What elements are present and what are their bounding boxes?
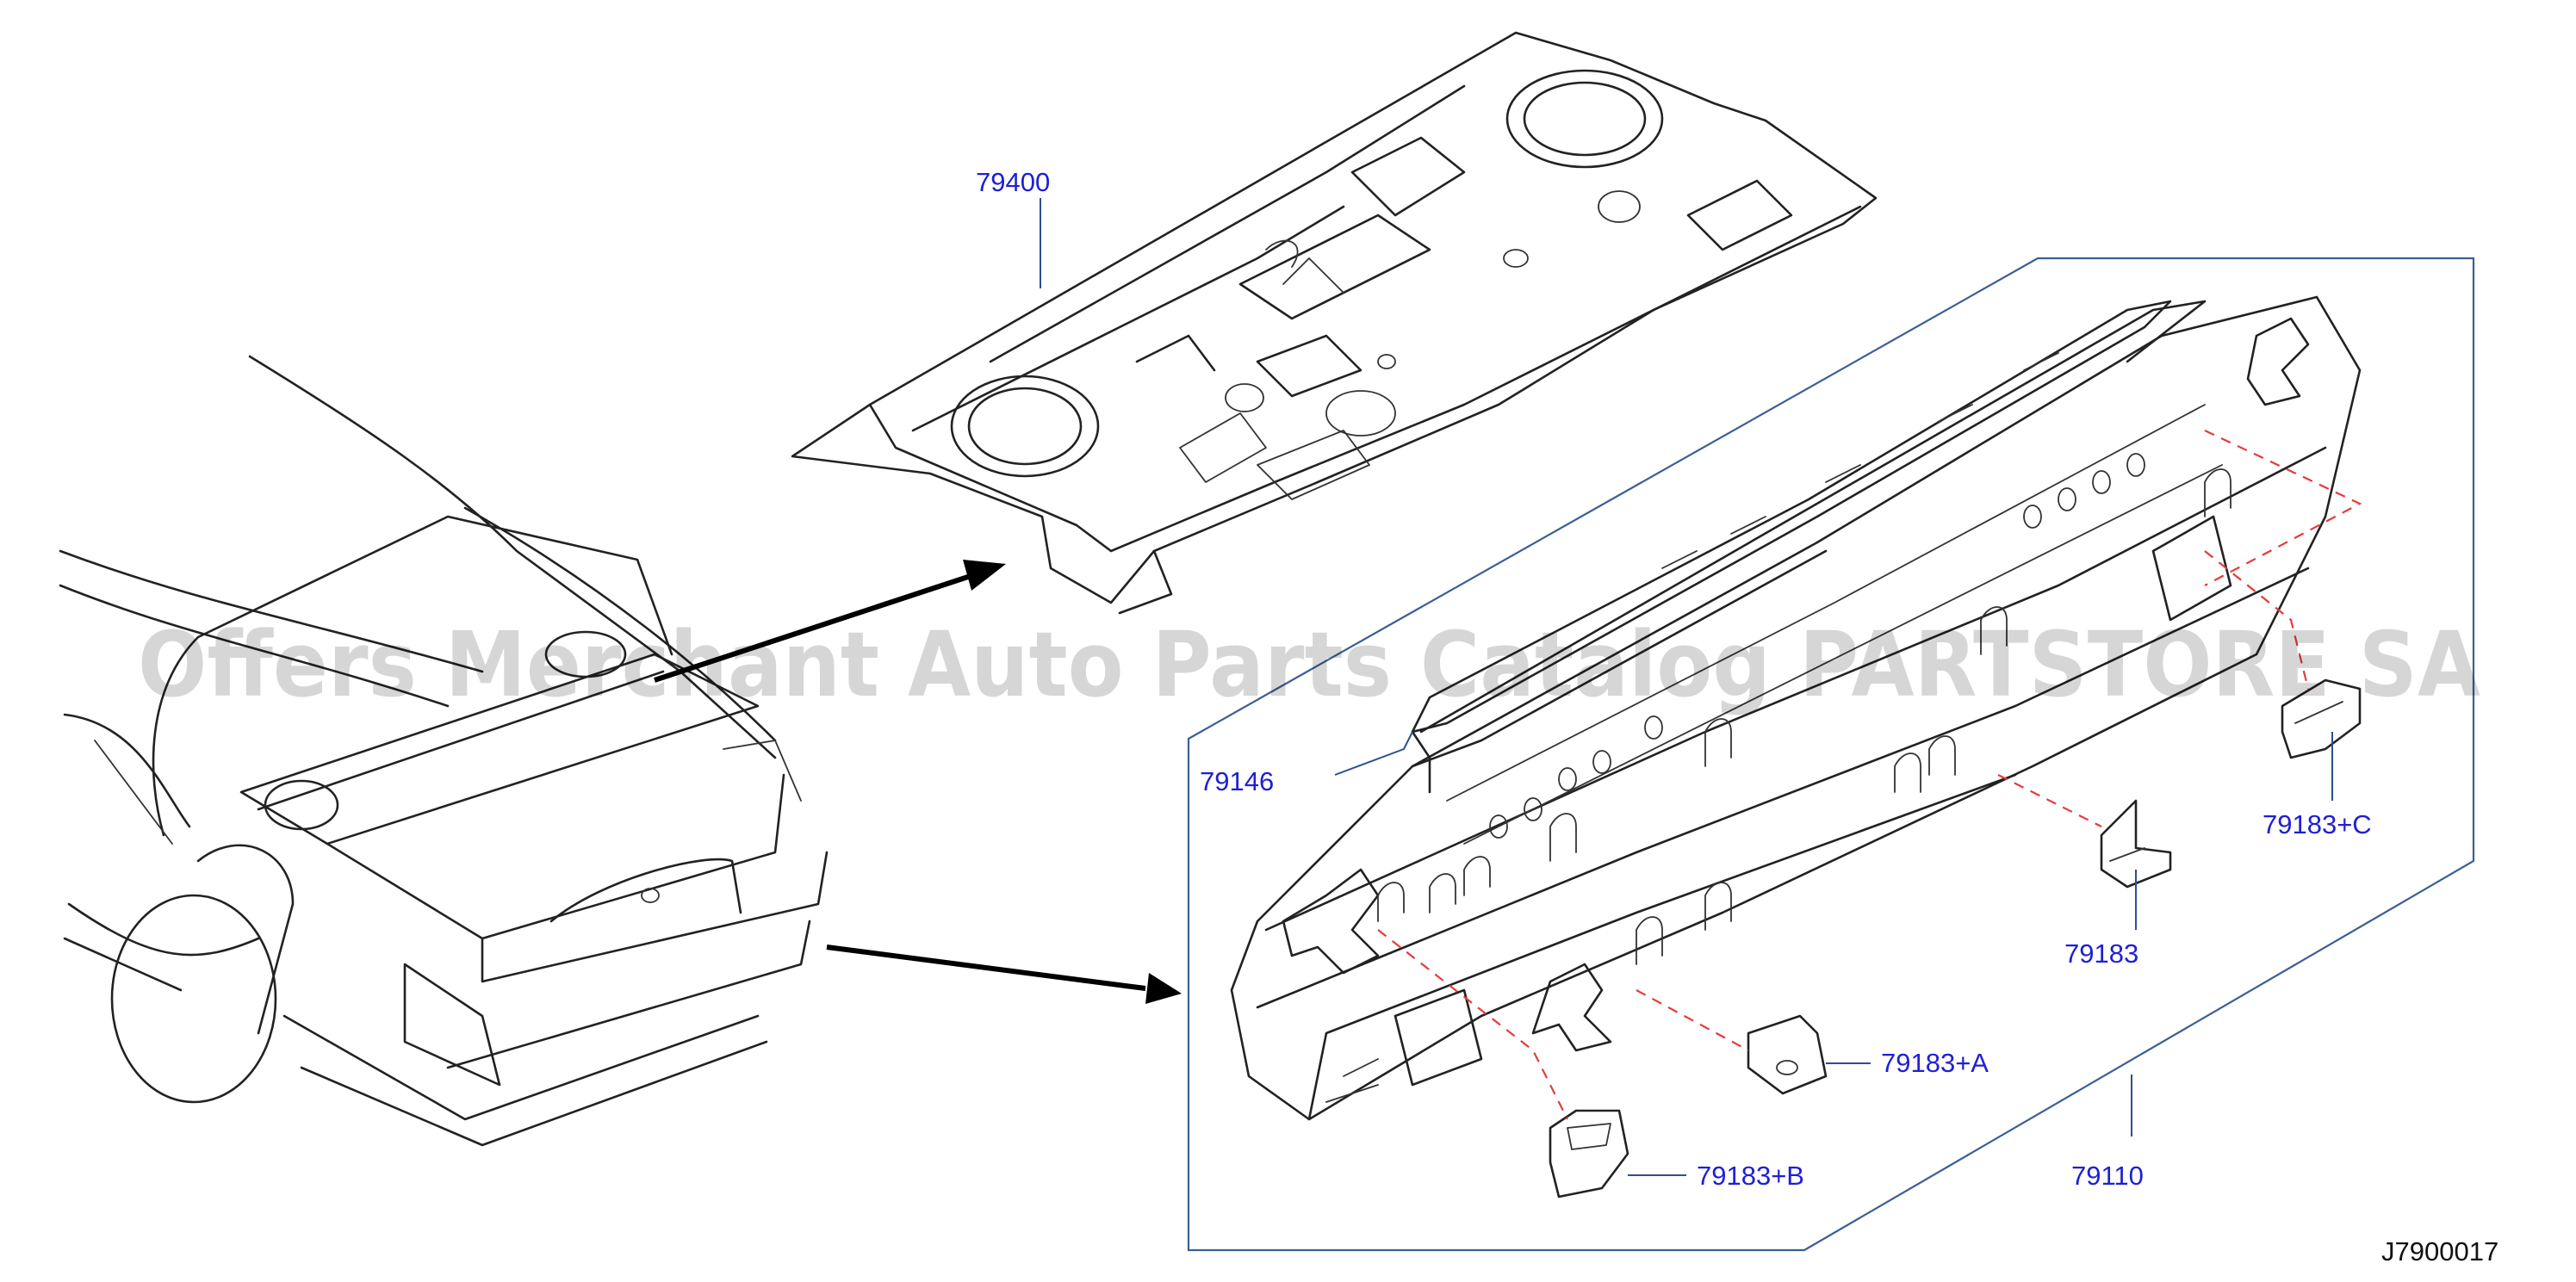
arrow-to-rear-panel — [826, 944, 1182, 1004]
bracket-79183-a-drawing — [1747, 1014, 1828, 1095]
bracket-79183-drawing — [2100, 799, 2172, 889]
callout-79146[interactable]: 79146 — [1200, 766, 1274, 796]
arrow-to-parcel-shelf — [654, 560, 1006, 683]
part-group-frame — [1187, 257, 2475, 1252]
callout-79183-a[interactable]: 79183+A — [1881, 1048, 1989, 1078]
leader-lines — [1040, 198, 2333, 1176]
bracket-79183-c-drawing — [2281, 678, 2362, 759]
callout-79400[interactable]: 79400 — [976, 167, 1050, 197]
hidden-lines — [1377, 430, 2362, 1120]
rear-parcel-shelf-drawing — [791, 31, 1878, 615]
top-flange-bracket-drawing — [1411, 300, 2172, 734]
callout-79183-b[interactable]: 79183+B — [1697, 1161, 1804, 1191]
rear-panel-drawing — [1230, 295, 2362, 1121]
diagram-code: J7900017 — [2381, 1236, 2498, 1267]
callout-79110[interactable]: 79110 — [2071, 1161, 2144, 1191]
bracket-79183-b-drawing — [1549, 1109, 1629, 1198]
vehicle-rear-view — [59, 355, 829, 1147]
callout-79183[interactable]: 79183 — [2064, 938, 2138, 969]
callout-79183-c[interactable]: 79183+C — [2263, 809, 2372, 839]
watermark: Offers Merchant Auto Parts Catalog PARTS… — [138, 612, 2480, 717]
